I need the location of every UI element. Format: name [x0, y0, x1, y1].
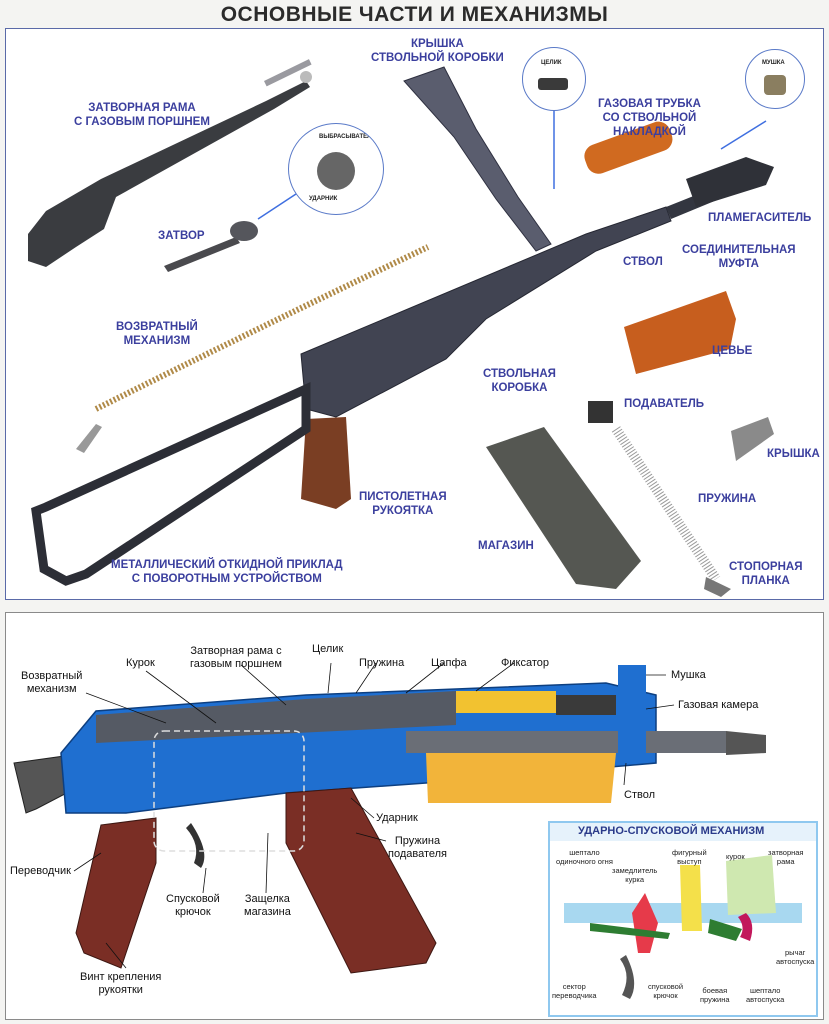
cut-label-hammer: Курок — [126, 657, 155, 669]
follower-spring-part — [611, 426, 721, 582]
cutaway-rifle — [13, 665, 766, 974]
cutaway-view-panel: Возвратный механизм Курок Затворная рама… — [5, 612, 824, 1020]
inset-label-bolt-carrier: затворная рама — [768, 848, 804, 866]
bolt-carrier-part — [28, 59, 312, 267]
label-stock: МЕТАЛЛИЧЕСКИЙ ОТКИДНОЙ ПРИКЛАД С ПОВОРОТ… — [111, 559, 343, 585]
page-title: ОСНОВНЫЕ ЧАСТИ И МЕХАНИЗМЫ — [220, 3, 609, 26]
gas-tube-part — [584, 121, 673, 174]
rifle-body-part — [31, 167, 768, 586]
label-receiver: СТВОЛЬНАЯ КОРОБКА — [483, 368, 556, 394]
inset-label-retarder: замедлитель курка — [612, 866, 658, 884]
receiver-cover-part — [403, 66, 552, 252]
inset-label-trigger: спусковой крючок — [648, 982, 684, 1000]
inset-label-single-sear: шептало одиночного огня — [556, 848, 613, 866]
flash-hider-part — [686, 157, 774, 207]
cut-label-trigger: Спусковой крючок — [166, 893, 220, 918]
rear-sight-callout: ЦЕЛИК — [522, 47, 586, 111]
inset-drawing — [564, 855, 802, 999]
front-sight-callout: МУШКА — [745, 49, 805, 109]
label-return-mechanism: ВОЗВРАТНЫЙ МЕХАНИЗМ — [116, 321, 198, 347]
cut-label-grip-screw: Винт крепления рукоятки — [80, 971, 162, 996]
front-sight-callout-label: МУШКА — [762, 60, 785, 66]
leader-lines — [73, 662, 675, 969]
label-follower: ПОДАВАТЕЛЬ — [624, 398, 705, 410]
inset-label-hammer: курок — [726, 852, 745, 861]
cut-label-trunnion: Цапфа — [431, 657, 467, 669]
inset-label-shaped-lug: фигурный выступ — [672, 848, 707, 866]
locking-plate-part — [704, 577, 731, 597]
firing-pin-callout-label: УДАРНИК — [309, 196, 338, 202]
cutaway-drawing — [13, 662, 766, 974]
label-pistol-grip: ПИСТОЛЕТНАЯ РУКОЯТКА — [359, 491, 447, 517]
cut-label-selector: Переводчик — [10, 865, 71, 877]
exploded-view-drawing — [28, 59, 774, 597]
label-handguard: ЦЕВЬЕ — [712, 345, 753, 357]
label-bolt: ЗАТВОР — [158, 230, 205, 242]
cut-label-return-mechanism: Возвратный механизм — [21, 670, 83, 695]
cut-label-bolt-carrier: Затворная рама с газовым поршнем — [190, 645, 282, 670]
label-locking-plate: СТОПОРНАЯ ПЛАНКА — [729, 561, 803, 587]
handguard-part — [624, 291, 736, 374]
magazine-part — [486, 427, 641, 589]
cut-label-gas-chamber: Газовая камера — [678, 699, 759, 711]
pointer-line — [720, 120, 767, 150]
inset-label-mainspring: боевая пружина — [700, 986, 730, 1004]
pointer-line — [257, 193, 297, 220]
extractor-callout-label: ВЫБРАСЫВАТЕЛЬ — [319, 134, 376, 140]
label-bolt-carrier: ЗАТВОРНАЯ РАМА С ГАЗОВЫМ ПОРШНЕМ — [74, 102, 210, 128]
extractor-callout: ВЫБРАСЫВАТЕЛЬ УДАРНИК — [288, 123, 384, 215]
cut-label-barrel: Ствол — [624, 789, 655, 801]
mag-cover-part — [731, 417, 774, 461]
cut-label-follower-spring: Пружина подавателя — [388, 835, 448, 860]
rear-sight-callout-label: ЦЕЛИК — [541, 60, 562, 66]
inset-label-auto-lever: рычаг автоспуска — [776, 948, 815, 966]
label-receiver-cover: КРЫШКА СТВОЛЬНОЙ КОРОБКИ — [371, 38, 504, 64]
inset-label-auto-sear: шептало автоспуска — [746, 986, 785, 1004]
trigger-mechanism-inset: УДАРНО-СПУСКОВОЙ МЕХАНИЗМ шептало одиноч… — [548, 821, 818, 1017]
label-magazine: МАГАЗИН — [478, 540, 534, 552]
label-flash-hider: ПЛАМЕГАСИТЕЛЬ — [708, 212, 812, 224]
label-barrel: СТВОЛ — [623, 256, 663, 268]
cut-label-rear-sight: Целик — [312, 643, 344, 655]
follower-part — [588, 401, 613, 423]
return-spring-part — [76, 244, 430, 453]
cut-label-front-sight: Мушка — [671, 669, 706, 681]
cut-label-firing-pin: Ударник — [376, 812, 418, 824]
exploded-view-panel: ЦЕЛИК МУШКА ВЫБРАСЫВАТЕЛЬ УДАРНИК ЗАТВОР… — [5, 28, 824, 600]
inset-label-selector-sector: сектор переводчика — [552, 982, 597, 1000]
cut-label-mag-catch: Защелка магазина — [244, 893, 291, 918]
inset-title: УДАРНО-СПУСКОВОЙ МЕХАНИЗМ — [578, 825, 765, 837]
label-cover: КРЫШКА — [767, 448, 820, 460]
label-spring: ПРУЖИНА — [698, 493, 757, 505]
cut-label-spring: Пружина — [359, 657, 405, 669]
cut-label-retainer: Фиксатор — [501, 657, 549, 669]
label-coupling: СОЕДИНИТЕЛЬНАЯ МУФТА — [682, 244, 796, 270]
label-gas-tube: ГАЗОВАЯ ТРУБКА СО СТВОЛЬНОЙ НАКЛАДКОЙ — [598, 98, 701, 138]
bolt-part — [164, 221, 258, 272]
